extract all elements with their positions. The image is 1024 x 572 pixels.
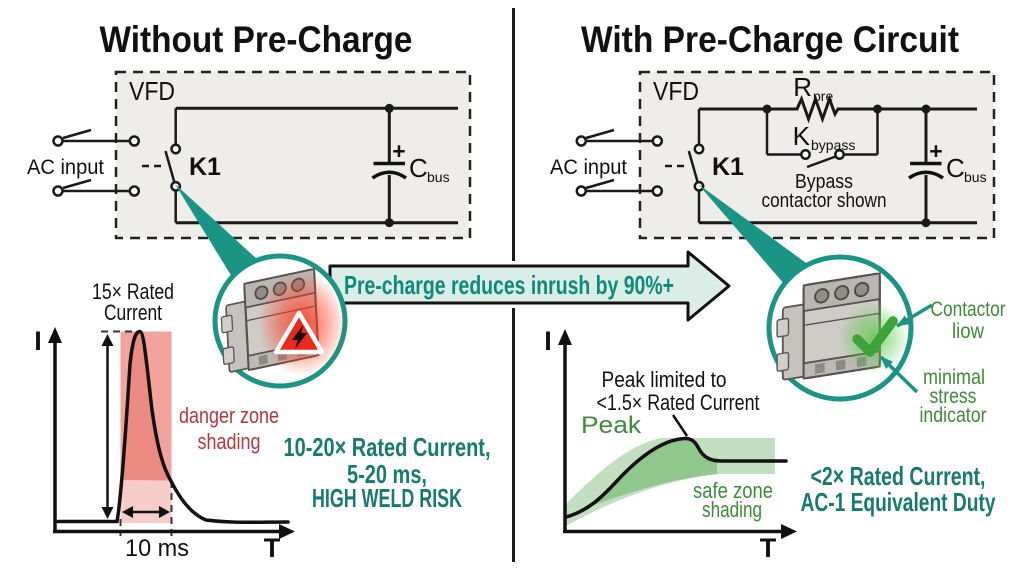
left-contactor-illustration <box>212 253 348 389</box>
precharge-resistor <box>699 94 977 124</box>
rpre-label-sub: pre <box>813 88 833 104</box>
left-vfd-label: VFD <box>129 76 175 106</box>
kbypass-label: K <box>793 121 811 151</box>
lightning-bolt-icon <box>292 325 307 349</box>
safe-zone-label-line2: shading <box>702 497 762 522</box>
right-ac-input-switches <box>575 128 664 197</box>
right-limited-inrush-graph: I T Peak limited to <1.5× Rated Current … <box>544 326 996 563</box>
right-title: With Pre-Charge Circuit <box>581 19 959 60</box>
inrush-current-curve <box>56 329 290 525</box>
right-contactor-illustration <box>766 254 914 402</box>
banner-text: Pre-charge reduces inrush by 90%+ <box>344 270 674 300</box>
left-peak-annotation-line1: 15× Rated <box>92 279 174 304</box>
left-y-axis-label: I <box>34 326 42 356</box>
contactor-callout-line1: Contactor <box>931 298 1006 321</box>
left-pointer-wedge <box>175 184 259 277</box>
danger-band-lower <box>120 480 172 523</box>
left-title: Without Pre-Charge <box>100 19 413 60</box>
right-pointer-wedge <box>698 184 817 292</box>
stress-callout-line2: stress <box>930 385 977 408</box>
safe-zone-label-line1: safe zone <box>693 478 773 503</box>
left-x-axis-label: T <box>264 533 281 563</box>
left-time-span-label: 10 ms <box>125 535 189 562</box>
right-stat-line2: AC-1 Equivalent Duty <box>801 487 996 517</box>
left-ac-input-switches <box>52 128 141 197</box>
green-ok-glow <box>838 302 910 374</box>
left-inrush-graph: I T 15× Rated Current 10 ms danger zone … <box>34 279 490 563</box>
stress-callout-line1: minimal <box>923 366 985 389</box>
right-k1-contactor-symbol <box>665 109 705 223</box>
right-dc-bus-wiring <box>699 94 977 228</box>
right-cap-label-sub: bus <box>964 169 987 185</box>
safe-zone-under-curve <box>577 438 717 511</box>
right-cap-polarity: + <box>929 138 942 164</box>
left-k1-label: K1 <box>189 153 221 181</box>
left-cap-polarity: + <box>392 138 405 164</box>
checkmark-icon <box>852 316 898 357</box>
left-dc-bus-wiring <box>175 103 458 228</box>
danger-zone-label-line1: danger zone <box>179 403 279 428</box>
peak-level-label: Peak <box>581 412 642 439</box>
kbypass-label-sub: bypass <box>811 137 855 153</box>
bypass-caption-line1: Bypass <box>795 171 853 193</box>
stress-callout-line3: indicator <box>920 404 987 427</box>
bypass-caption-line2: contactor shown <box>762 190 887 212</box>
right-ac-input-label: AC input <box>550 156 627 179</box>
right-k1-label: K1 <box>712 153 744 181</box>
warning-triangle-icon <box>273 310 325 355</box>
left-cap-label-sub: bus <box>427 169 450 185</box>
danger-zone-label-line2: shading <box>198 429 261 454</box>
rpre-label: R <box>793 72 812 102</box>
contactor-callout-arrow <box>896 303 933 328</box>
left-stat-line1: 10-20× Rated Current, <box>284 432 491 462</box>
left-ac-input-label: AC input <box>27 156 104 179</box>
right-vfd-label: VFD <box>653 76 699 106</box>
bypass-switch-blade <box>806 154 838 169</box>
right-cap-label: C <box>946 153 965 183</box>
danger-band-under-curve <box>122 331 172 481</box>
left-stat-line2: 5-20 ms, <box>347 459 427 489</box>
limited-current-curve <box>564 436 788 519</box>
right-stat-line1: <2× Rated Current, <box>811 461 986 491</box>
peak-note-line1: Peak limited to <box>602 367 727 392</box>
left-peak-annotation-line2: Current <box>104 300 162 325</box>
stress-callout-arrow <box>879 355 919 394</box>
left-stat-line3: HIGH WELD RISK <box>312 483 462 513</box>
left-cap-label: C <box>409 153 428 183</box>
right-x-axis-label: T <box>760 533 777 563</box>
right-y-axis-label: I <box>544 326 552 356</box>
contactor-callout-line2: liow <box>952 320 985 343</box>
peak-note-line2: <1.5× Rated Current <box>597 390 760 415</box>
peak-note-pointer <box>671 414 689 437</box>
banner-arrow: Pre-charge reduces inrush by 90%+ <box>325 247 734 325</box>
